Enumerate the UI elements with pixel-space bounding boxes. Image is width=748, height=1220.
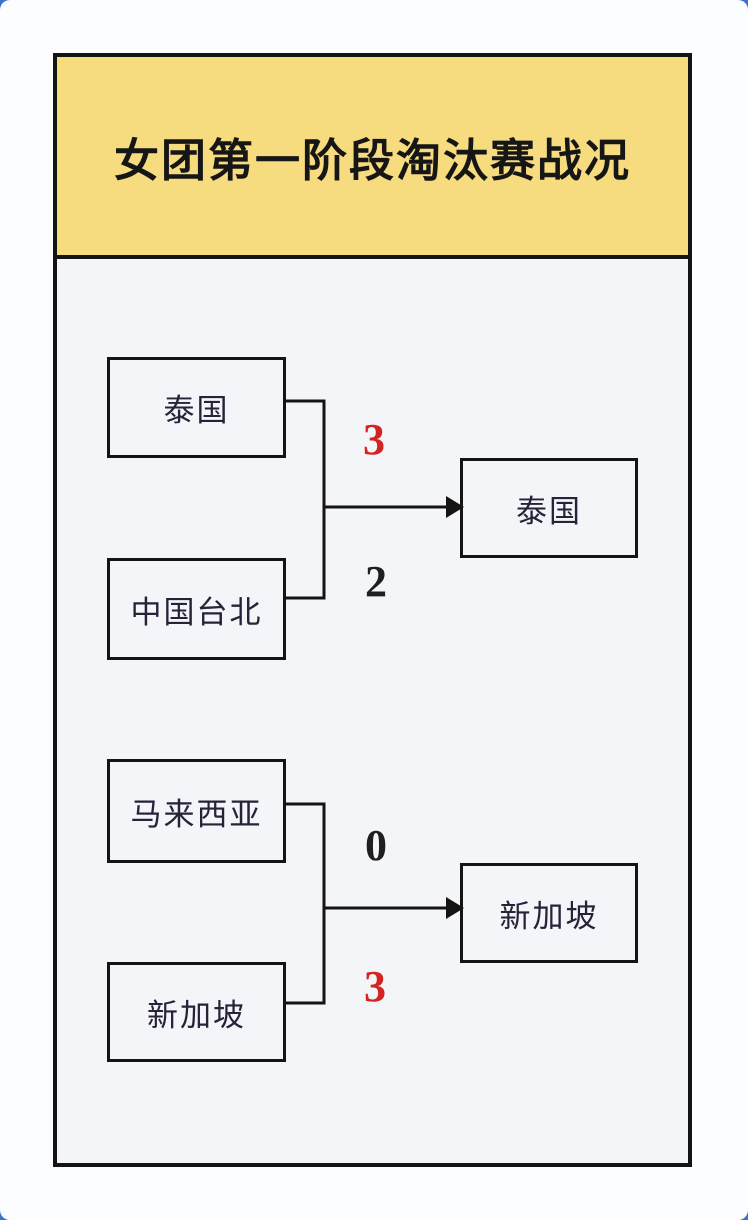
team-label: 新加坡 [147, 997, 246, 1033]
team-box-chinese-taipei: 中国台北 [107, 558, 286, 660]
card-header: 女团第一阶段淘汰赛战况 [57, 57, 688, 259]
team-label: 中国台北 [130, 594, 263, 630]
winner-box-match-2: 新加坡 [460, 863, 638, 963]
score-singapore: 3 [364, 962, 386, 1011]
team-label: 泰国 [163, 393, 230, 428]
winner-label: 新加坡 [499, 898, 599, 934]
team-box-singapore: 新加坡 [107, 962, 286, 1062]
page-title: 女团第一阶段淘汰赛战况 [113, 135, 631, 186]
score-chinese-taipei: 2 [365, 557, 387, 606]
winner-box-match-1: 泰国 [460, 458, 638, 558]
winner-label: 泰国 [516, 493, 582, 529]
team-box-malaysia: 马来西亚 [107, 759, 286, 863]
team-box-thailand: 泰国 [107, 357, 286, 458]
score-malaysia: 0 [365, 821, 387, 870]
team-label: 马来西亚 [130, 796, 263, 832]
score-thailand: 3 [363, 415, 385, 464]
